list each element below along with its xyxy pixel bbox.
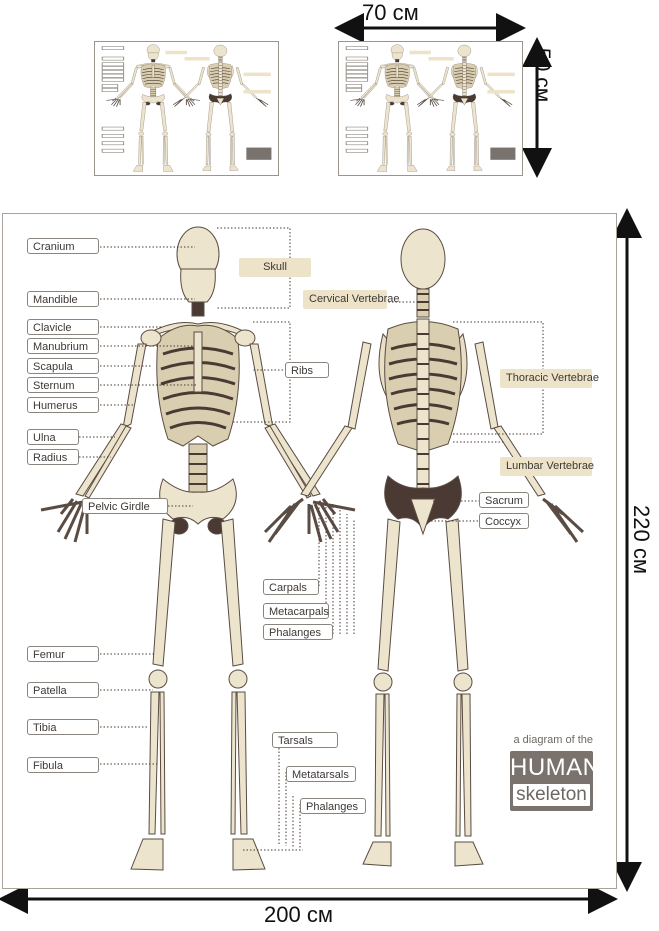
group-lumbar-vertebrae: Lumbar Vertebrae bbox=[500, 457, 594, 476]
label-cranium: Cranium bbox=[27, 238, 99, 254]
label-humerus: Humerus bbox=[27, 397, 99, 413]
label-ulna: Ulna bbox=[27, 429, 79, 445]
thumbnail-skeleton-icon bbox=[101, 44, 272, 172]
label-tibia: Tibia bbox=[27, 719, 99, 735]
label-pelvic-girdle: Pelvic Girdle bbox=[82, 498, 168, 514]
label-sternum: Sternum bbox=[27, 377, 99, 393]
skeleton-poster: Cranium Mandible Clavicle Manubrium Scap… bbox=[2, 213, 617, 889]
label-metatarsals: Metatarsals bbox=[286, 766, 356, 782]
group-skull: Skull bbox=[239, 258, 311, 277]
label-scapula: Scapula bbox=[27, 358, 99, 374]
label-carpals: Carpals bbox=[263, 579, 319, 595]
leader-lines bbox=[79, 227, 544, 851]
group-thoracic-vertebrae: Thoracic Vertebrae bbox=[500, 369, 599, 388]
brand-title-secondary: skeleton bbox=[513, 784, 590, 806]
label-hand-phalanges: Phalanges bbox=[263, 624, 333, 640]
label-clavicle: Clavicle bbox=[27, 319, 99, 335]
label-foot-phalanges: Phalanges bbox=[300, 798, 366, 814]
label-femur: Femur bbox=[27, 646, 99, 662]
brand-title: HUMAN bbox=[510, 754, 601, 781]
label-mandible: Mandible bbox=[27, 291, 99, 307]
thumbnail-preview-right bbox=[338, 41, 523, 176]
group-cervical-vertebrae: Cervical Vertebrae bbox=[303, 290, 400, 309]
label-sacrum: Sacrum bbox=[479, 492, 529, 508]
label-fibula: Fibula bbox=[27, 757, 99, 773]
brand-subtitle: a diagram of the bbox=[513, 734, 594, 746]
label-manubrium: Manubrium bbox=[27, 338, 99, 354]
label-tarsals: Tarsals bbox=[272, 732, 338, 748]
label-coccyx: Coccyx bbox=[479, 513, 529, 529]
thumbnail-preview-left bbox=[94, 41, 279, 176]
label-radius: Radius bbox=[27, 449, 79, 465]
label-patella: Patella bbox=[27, 682, 99, 698]
thumbnail-skeleton-icon bbox=[345, 44, 516, 172]
label-ribs: Ribs bbox=[285, 362, 329, 378]
label-metacarpals: Metacarpals bbox=[263, 603, 329, 619]
